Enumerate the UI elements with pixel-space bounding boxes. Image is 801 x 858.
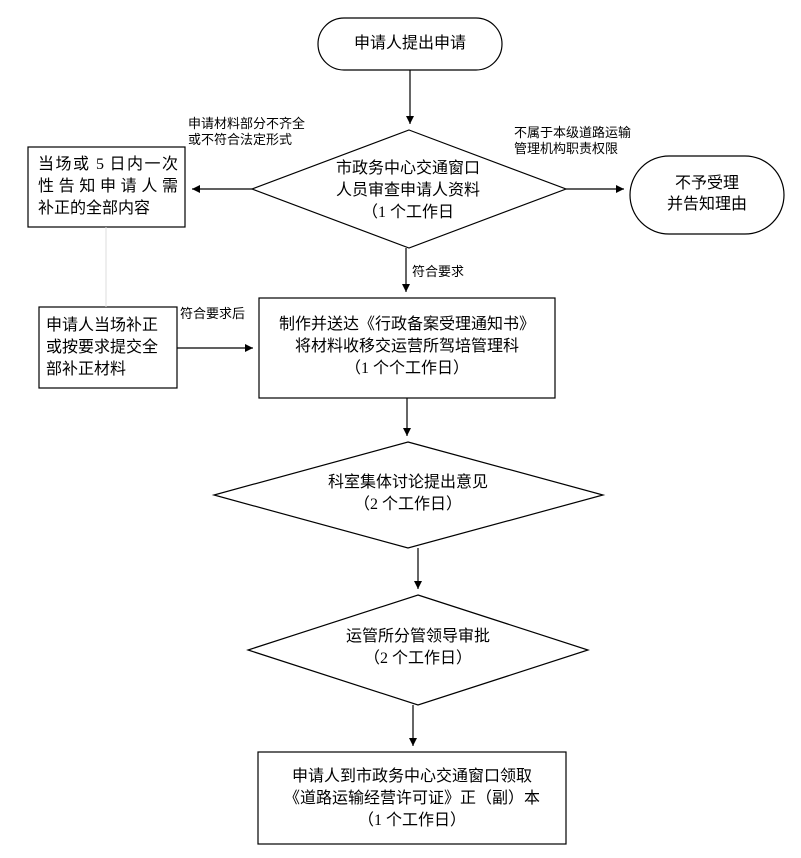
approval-decision <box>246 594 590 706</box>
notify-supplement-line-1: 当场或 5 日内一次 <box>38 156 178 173</box>
collect-line-3: （1 个工作日） <box>357 812 466 829</box>
issue-notice-line-1: 制作并送达《行政备案受理通知书》 <box>278 316 535 333</box>
issue-notice-line-3: （1 个个工作日） <box>344 360 469 377</box>
collect-line-2: 《道路运输经营许可证》正（副）本 <box>283 790 540 807</box>
collect-box <box>257 751 567 845</box>
review-line-2: 人员审查申请人资料 <box>335 182 480 199</box>
approval-label: 运管所分管领导审批 （2 个工作日） <box>303 626 533 670</box>
reject-label: 不予受理 并告知理由 <box>630 173 784 215</box>
supplement-label: 申请人当场补正 或按要求提交全 部补正材料 <box>46 315 172 381</box>
review-line-3: （1 个工作日 <box>361 204 454 221</box>
edge-label-meets-after: 符合要求后 <box>180 306 245 322</box>
supplement-box <box>38 306 178 389</box>
start-text: 申请人提出申请 <box>353 35 466 52</box>
supplement-line-2: 或按要求提交全 <box>46 339 159 356</box>
issue-notice-box <box>258 297 556 399</box>
review-decision <box>250 129 568 249</box>
issue-notice-label: 制作并送达《行政备案受理通知书》 将材料收移交运营所驾培管理科 （1 个个工作日… <box>259 314 555 380</box>
supplement-line-1: 申请人当场补正 <box>46 317 159 334</box>
edge-label-incomplete: 申请材料部分不齐全 或不符合法定形式 <box>188 116 305 148</box>
approval-line-1: 运管所分管领导审批 <box>345 628 490 645</box>
edge-out-of-scope-line-1: 不属于本级道路运输 <box>514 125 632 140</box>
discussion-decision <box>211 441 606 549</box>
reject-line-1: 不予受理 <box>674 175 739 192</box>
edge-meets-text: 符合要求 <box>412 264 465 279</box>
notify-supplement-box <box>27 146 186 228</box>
edge-incomplete-line-2: 或不符合法定形式 <box>188 132 293 147</box>
edge-out-of-scope-line-2: 管理机构职责权限 <box>514 141 619 156</box>
issue-notice-line-2: 将材料收移交运营所驾培管理科 <box>294 338 519 355</box>
edge-incomplete-line-1: 申请材料部分不齐全 <box>188 116 306 131</box>
reject-line-2: 并告知理由 <box>666 196 747 213</box>
edge-meets-after-text: 符合要求后 <box>180 306 246 321</box>
collect-label: 申请人到市政务中心交通窗口领取 《道路运输经营许可证》正（副）本 （1 个工作日… <box>258 766 566 832</box>
discussion-line-1: 科室集体讨论提出意见 <box>327 474 488 491</box>
edge-label-meets: 符合要求 <box>412 264 464 280</box>
notify-supplement-line-3: 补正的全部内容 <box>38 200 151 217</box>
start-label: 申请人提出申请 <box>318 33 502 54</box>
edge-label-out-of-scope: 不属于本级道路运输 管理机构职责权限 <box>514 125 631 157</box>
notify-supplement-label: 当场或 5 日内一次 性告知申请人需 补正的全部内容 <box>38 154 178 220</box>
collect-line-1: 申请人到市政务中心交通窗口领取 <box>291 768 532 785</box>
supplement-line-3: 部补正材料 <box>46 361 127 378</box>
notify-supplement-line-2: 性告知申请人需 <box>38 178 178 195</box>
review-label: 市政务中心交通窗口 人员审查申请人资料 （1 个工作日 <box>300 158 516 224</box>
discussion-line-2: （2 个工作日） <box>353 496 462 513</box>
review-line-1: 市政务中心交通窗口 <box>335 160 480 177</box>
reject-terminal <box>629 155 785 235</box>
discussion-label: 科室集体讨论提出意见 （2 个工作日） <box>293 472 523 516</box>
approval-line-2: （2 个工作日） <box>363 650 472 667</box>
